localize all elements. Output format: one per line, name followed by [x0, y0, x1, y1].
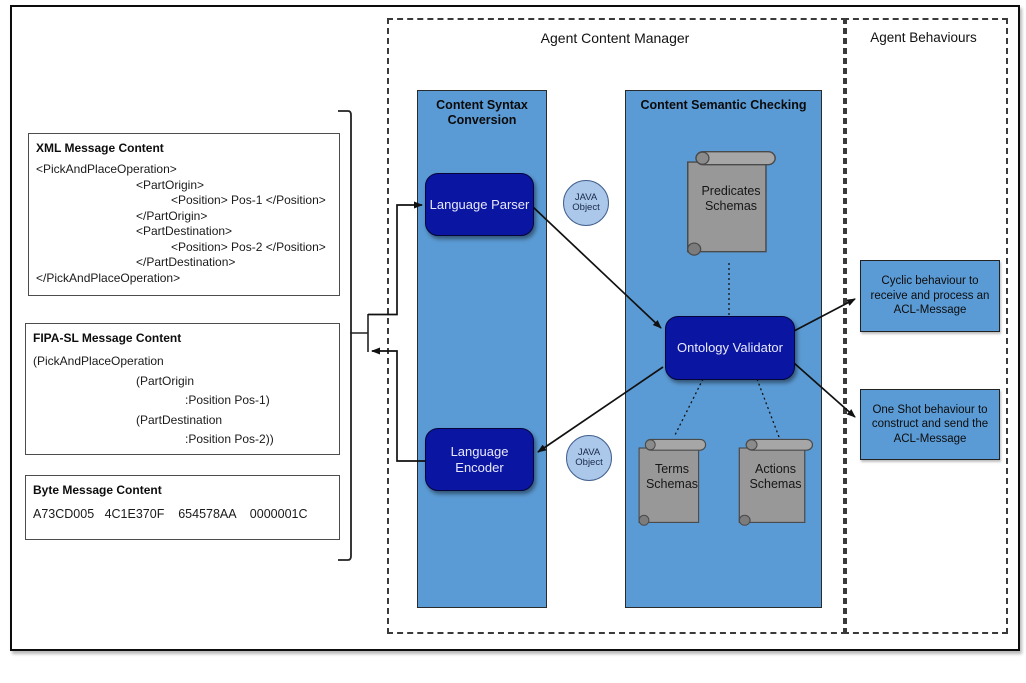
java-object-circle-bottom: JAVA Object — [566, 435, 612, 481]
predicates-schemas-label: Predicates Schemas — [701, 183, 761, 213]
xml-code-line: <PickAndPlaceOperation> — [36, 162, 177, 176]
predicates-schemas-scroll: Predicates Schemas — [685, 150, 777, 262]
fipa-code-line: :Position Pos-2)) — [185, 432, 274, 446]
fipa-code-line: (PartDestination — [136, 412, 223, 427]
agent-content-manager-title: Agent Content Manager — [540, 30, 690, 46]
xml-code-line: <PartOrigin> — [136, 177, 205, 192]
byte-message-content-box: Byte Message Content A73CD005 4C1E370F 6… — [25, 475, 340, 540]
fipa-code-line: (PickAndPlaceOperation — [33, 354, 164, 368]
agent-behaviours-title: Agent Behaviours — [870, 30, 977, 45]
byte-box-title: Byte Message Content — [33, 483, 162, 497]
cyclic-behaviour-box: Cyclic behaviour to receive and process … — [860, 260, 1000, 332]
terms-schemas-label: Terms Schemas — [645, 462, 699, 492]
scroll-icon — [738, 438, 814, 526]
ontology-validator-box: Ontology Validator — [665, 316, 795, 380]
xml-message-content-box: XML Message Content <PickAndPlaceOperati… — [28, 133, 340, 296]
xml-box-title: XML Message Content — [36, 141, 164, 155]
syntax-panel-title: Content Syntax Conversion — [436, 98, 528, 127]
java-object-circle-top: JAVA Object — [563, 180, 609, 226]
fipa-code-line: (PartOrigin — [136, 373, 195, 388]
fipa-sl-message-content-box: FIPA-SL Message Content (PickAndPlaceOpe… — [25, 323, 340, 455]
ontology-validator-label: Ontology Validator — [677, 340, 783, 355]
xml-code-line: </PickAndPlaceOperation> — [36, 270, 181, 285]
byte-hex-values: A73CD005 4C1E370F 654578AA 0000001C — [33, 507, 308, 521]
java-object-label: JAVA Object — [575, 446, 603, 468]
xml-code-line: <Position> Pos-1 </Position> — [171, 193, 326, 207]
xml-code-line: </PartDestination> — [136, 255, 236, 269]
content-syntax-conversion-panel: Content Syntax Conversion — [417, 90, 547, 608]
scroll-icon — [687, 151, 776, 256]
xml-code-line: <Position> Pos-2 </Position> — [171, 239, 326, 254]
oneshot-behaviour-label: One Shot behaviour to construct and send… — [871, 403, 989, 445]
java-object-label: JAVA Object — [572, 191, 600, 213]
xml-code-line: <PartDestination> — [136, 224, 233, 238]
actions-schemas-label: Actions Schemas — [749, 462, 802, 492]
language-parser-label: Language Parser — [429, 196, 530, 212]
fipa-box-title: FIPA-SL Message Content — [33, 331, 182, 345]
language-encoder-label: Language Encoder — [450, 443, 509, 475]
language-encoder-box: Language Encoder — [425, 428, 534, 491]
terms-schemas-scroll: Terms Schemas — [637, 438, 707, 531]
semantic-panel-title: Content Semantic Checking — [640, 98, 807, 112]
fipa-code-line: :Position Pos-1) — [185, 393, 270, 407]
oneshot-behaviour-box: One Shot behaviour to construct and send… — [860, 389, 1000, 460]
actions-schemas-scroll: Actions Schemas — [737, 438, 814, 531]
cyclic-behaviour-label: Cyclic behaviour to receive and process … — [870, 275, 990, 317]
language-parser-box: Language Parser — [425, 173, 534, 236]
xml-code-line: </PartOrigin> — [136, 208, 208, 223]
